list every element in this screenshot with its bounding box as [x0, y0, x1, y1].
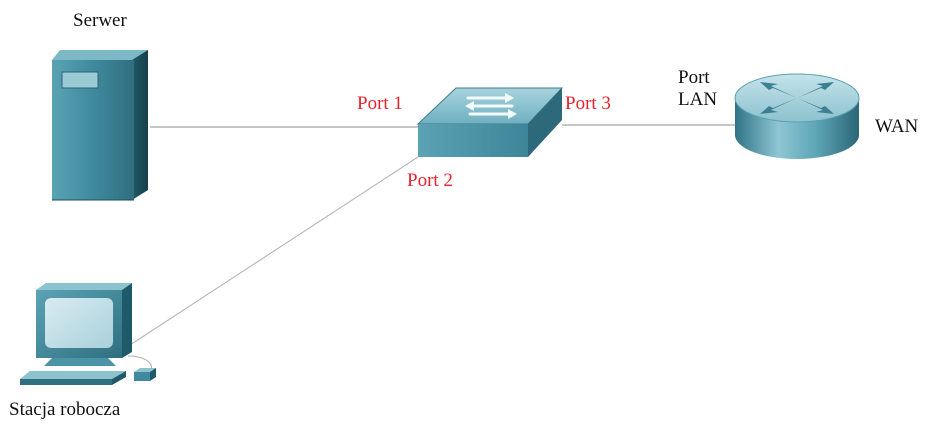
- switch-port2-label: Port 2: [407, 170, 453, 191]
- switch-icon: [416, 87, 564, 157]
- router-icon: [734, 73, 860, 159]
- router-lan-port-label-line1: Port: [678, 67, 710, 88]
- workstation-label: Stacja robocza: [9, 399, 121, 420]
- switch-port1-label: Port 1: [357, 93, 403, 114]
- router-wan-label: WAN: [875, 116, 919, 137]
- router-lan-port-label-line2: LAN: [678, 89, 718, 110]
- server-label: Serwer: [73, 10, 127, 31]
- workstation-icon: [20, 283, 156, 385]
- switch-port3-label: Port 3: [565, 93, 611, 114]
- cable-workstation-switch: [129, 156, 419, 346]
- server-icon: [52, 50, 148, 201]
- router-lan-port-label: Port LAN: [678, 67, 717, 111]
- cables: [127, 124, 735, 377]
